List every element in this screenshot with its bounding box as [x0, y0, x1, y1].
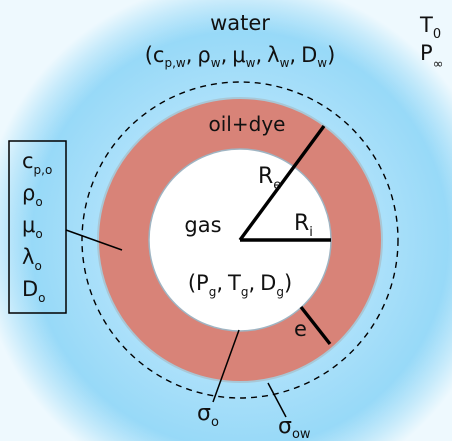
oil-property-1: ρo	[22, 181, 43, 209]
oil-property-symbol: c	[22, 149, 34, 173]
oil-property-symbol: μ	[22, 213, 35, 237]
sigma-ow-leader	[267, 382, 287, 418]
sigma-o-leader	[212, 329, 240, 403]
oil-props-leader	[65, 229, 123, 251]
oil-property-subscript: o	[35, 227, 42, 241]
inner-radius-label: Ri	[294, 211, 313, 240]
oil-property-symbol: λ	[22, 245, 34, 269]
ambient-pressure: P∞	[420, 41, 444, 72]
thickness-label: e	[294, 317, 307, 341]
oil-property-subscript: o	[34, 259, 41, 273]
outer-radius-label: Re	[258, 164, 281, 193]
outer-tension-label: σow	[278, 414, 311, 441]
oil-property-subscript: p,o	[34, 163, 53, 177]
oil-property-2: μo	[22, 213, 43, 241]
thickness-line	[299, 305, 332, 346]
oil-property-subscript: o	[35, 195, 42, 209]
oil-properties-box	[8, 140, 67, 314]
oil-property-4: Do	[22, 277, 46, 305]
oil-property-3: λo	[22, 245, 42, 273]
water-label: water	[210, 11, 270, 35]
gas-properties: (Pg,Tg,Dg)	[188, 271, 292, 299]
oil-property-subscript: o	[38, 291, 45, 305]
outer-interface-dashed-circle	[81, 81, 399, 399]
ambient-temperature: T0	[419, 13, 441, 42]
oil-property-symbol: D	[22, 277, 38, 301]
radius-outer-line	[238, 124, 326, 242]
gas-label: gas	[184, 213, 221, 237]
inner-tension-label: σo	[197, 401, 219, 430]
oil-property-symbol: ρ	[22, 181, 35, 205]
oil-property-0: cp,o	[22, 149, 52, 177]
oil-label: oil+dye	[209, 112, 286, 136]
water-properties: (cp,w,ρw,μw,λw,Dw)	[145, 43, 336, 70]
